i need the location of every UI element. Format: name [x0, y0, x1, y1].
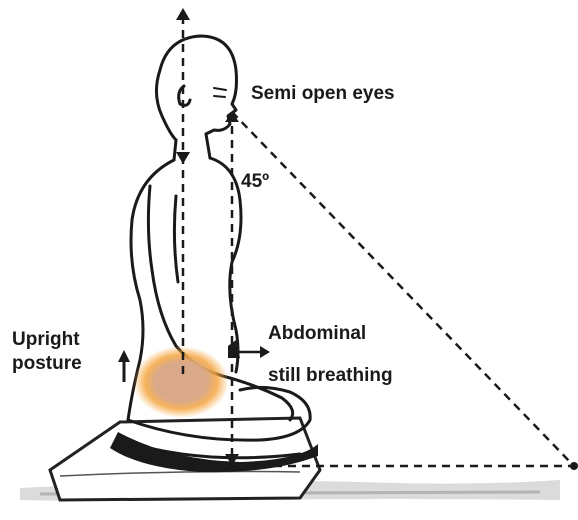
gaze-line [232, 112, 574, 466]
label-semi-open-eyes: Semi open eyes [251, 82, 395, 105]
gaze-point [570, 462, 578, 470]
label-still-breathing: still breathing [268, 364, 393, 387]
label-upright: Upright [12, 328, 80, 351]
label-posture: posture [12, 352, 82, 375]
down-arrow-icon [176, 152, 190, 164]
abdomen-glow [133, 346, 229, 418]
label-angle: 45º [241, 170, 269, 193]
up-arrow-icon [176, 8, 190, 20]
label-abdominal: Abdominal [268, 322, 366, 345]
right-arrow-icon [260, 346, 270, 358]
up-arrow-icon [118, 350, 130, 362]
